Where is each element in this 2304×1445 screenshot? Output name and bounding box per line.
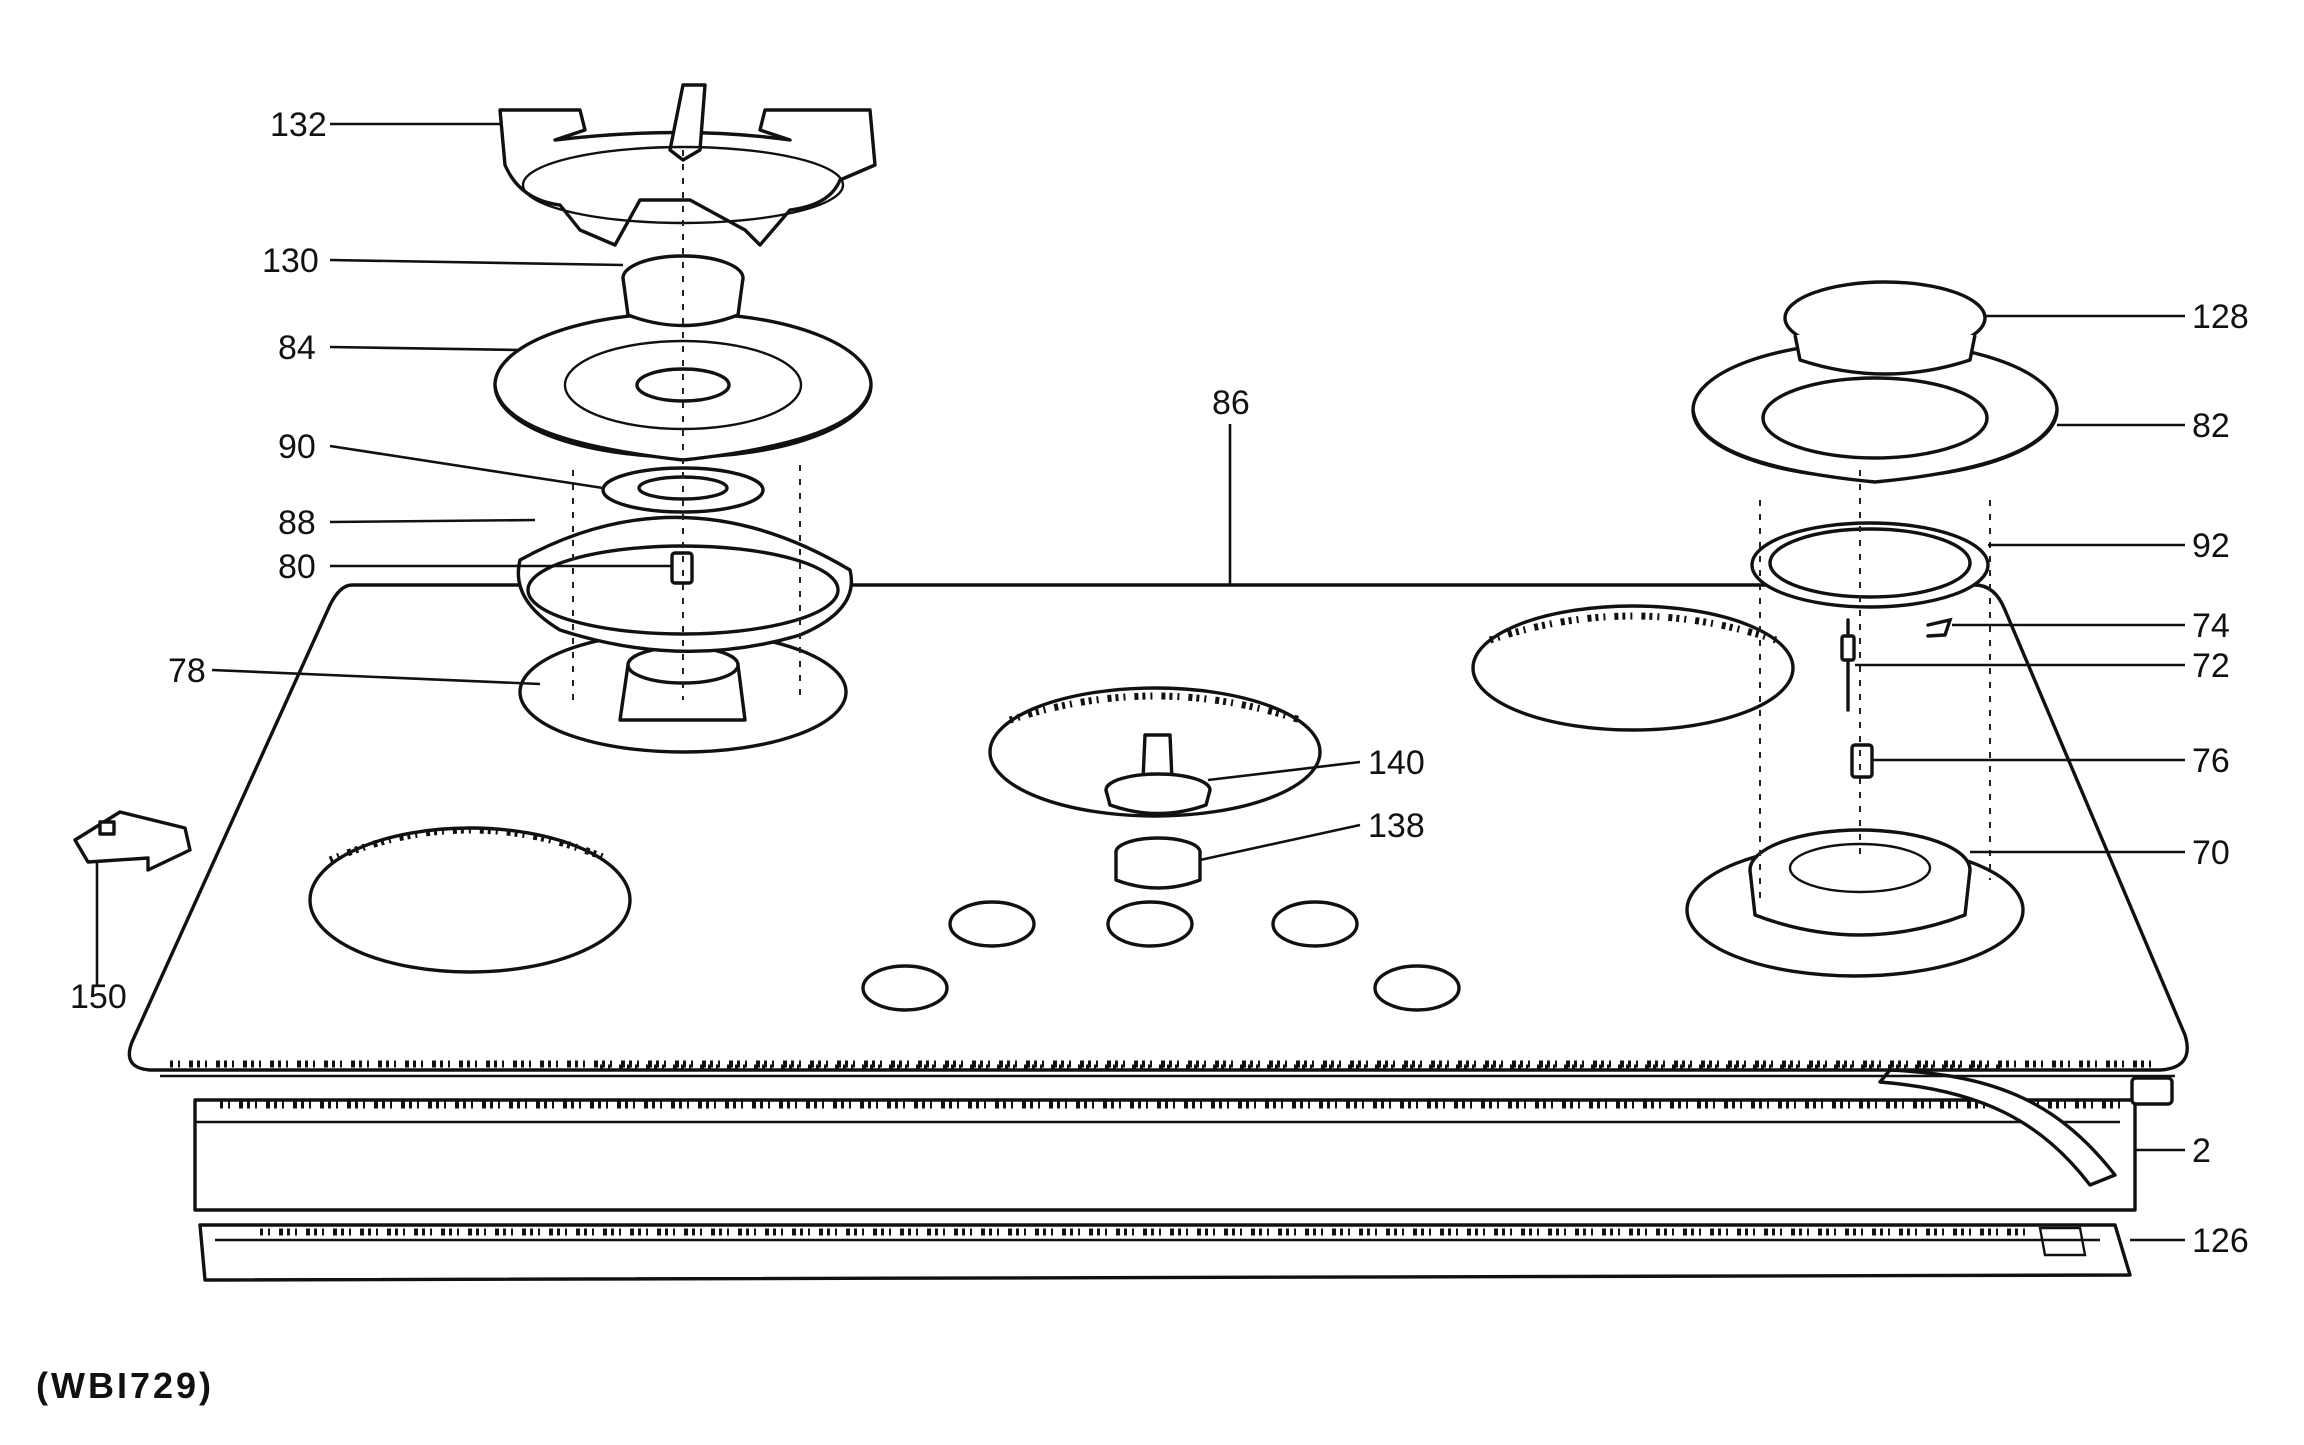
label-74: 74 (2192, 607, 2230, 645)
label-84: 84 (278, 329, 316, 367)
center-parts (1104, 733, 1212, 890)
label-140: 140 (1368, 744, 1425, 782)
label-78: 78 (168, 652, 206, 690)
label-128: 128 (2192, 298, 2249, 336)
label-86: 86 (1212, 384, 1250, 422)
label-76: 76 (2192, 742, 2230, 780)
label-126: 126 (2192, 1222, 2249, 1260)
label-132: 132 (270, 106, 327, 144)
label-92: 92 (2192, 527, 2230, 565)
left-burner-assembly (493, 83, 877, 754)
knob-holes (861, 900, 1461, 1012)
label-82: 82 (2192, 407, 2230, 445)
corner-connector (2130, 1076, 2174, 1106)
label-130: 130 (262, 242, 319, 280)
label-70: 70 (2192, 834, 2230, 872)
label-150: 150 (70, 978, 127, 1016)
cooktop-base-box (193, 1098, 2137, 1212)
bracket-part (73, 810, 192, 872)
label-72: 72 (2192, 647, 2230, 685)
label-138: 138 (1368, 807, 1425, 845)
diagram-code: (WBI729) (36, 1365, 214, 1406)
leader-lines (95, 122, 2185, 1242)
gas-tube (1878, 1068, 2117, 1187)
hole-back-right (1471, 604, 1795, 732)
label-2: 2 (2192, 1132, 2211, 1170)
bottom-tray (198, 1223, 2132, 1282)
label-88: 88 (278, 504, 316, 542)
right-burner-assembly (1685, 280, 2059, 978)
label-90: 90 (278, 428, 316, 466)
part-labels: 132 130 84 90 88 80 78 150 86 140 138 12… (70, 106, 2249, 1260)
label-80: 80 (278, 548, 316, 586)
